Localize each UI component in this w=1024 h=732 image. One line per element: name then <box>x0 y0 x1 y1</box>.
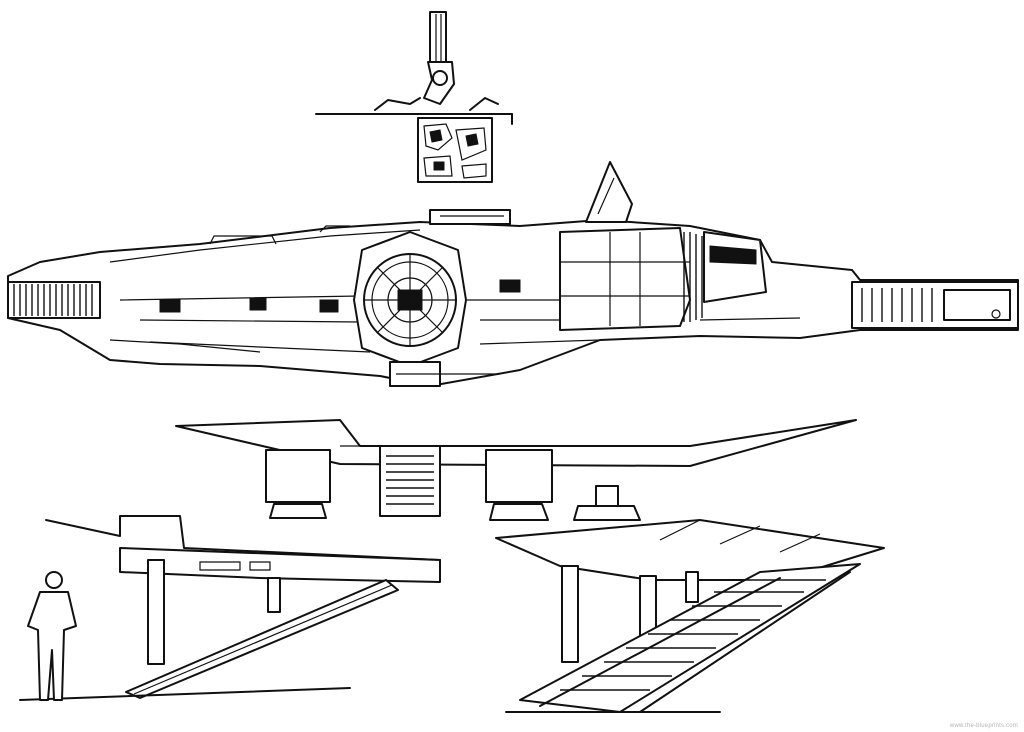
hull-hatches-side <box>199 561 271 571</box>
gear-bay-2 <box>485 449 553 503</box>
hull-edge-side <box>45 515 441 561</box>
hull-panel-lines <box>109 229 600 353</box>
ramp-hinge-strut <box>267 577 281 613</box>
rear-canopy-shadow <box>709 245 757 265</box>
engine-vents <box>683 232 703 322</box>
cockpit-hub <box>397 289 423 311</box>
turret-barrel <box>429 11 447 65</box>
side-ramp-edge <box>133 584 393 695</box>
tail-bolt <box>991 309 1001 319</box>
hull-ribs-rear <box>659 519 821 553</box>
mandible-grid <box>13 284 93 316</box>
boarding-ramp-steps <box>386 455 434 505</box>
side-ramp-detail <box>19 515 441 701</box>
figure-body <box>27 591 77 701</box>
watermark: www.the-blueprints.com <box>949 723 1018 729</box>
human-scale-figure <box>27 571 77 701</box>
turret-internals <box>423 123 487 179</box>
engine-block <box>559 227 691 331</box>
ship-side-view <box>7 161 1019 387</box>
sensor-fin-detail <box>597 177 615 215</box>
turret-shadows <box>429 129 479 171</box>
turret-housing <box>417 117 493 183</box>
landing-foot-2 <box>489 503 549 521</box>
turret-bracket-left <box>374 97 421 111</box>
tail-thruster <box>943 289 1011 321</box>
landing-strut-side <box>147 559 165 665</box>
turret-detail <box>315 11 513 183</box>
sensor-fin <box>585 161 633 223</box>
lower-hull-lines <box>109 317 801 353</box>
landing-strut-rear-1 <box>561 565 579 663</box>
ground-line-left <box>19 687 351 701</box>
underside-view <box>175 419 857 521</box>
gear-strut-3 <box>595 485 619 507</box>
engine-panels <box>560 232 690 326</box>
hull-detail-shadows <box>159 279 521 313</box>
landing-foot-1 <box>269 503 327 519</box>
rear-ramp-rail-right <box>639 571 851 713</box>
landing-strut-rear-3 <box>685 571 699 603</box>
gear-bay-1 <box>265 449 331 503</box>
tail-boom-grid <box>861 288 933 322</box>
rear-ramp-rail-left <box>539 577 781 707</box>
rear-canopy <box>703 231 767 303</box>
mandible-nose <box>7 281 101 319</box>
turret-bracket-right <box>469 97 499 111</box>
rear-ramp-deck <box>519 563 861 713</box>
top-cannon-mount <box>429 209 511 225</box>
landing-foot-3 <box>573 505 641 521</box>
hull-belly-side <box>119 547 441 583</box>
rear-ramp-detail <box>495 519 885 713</box>
figure-head <box>45 571 63 589</box>
turret-pivot <box>432 70 448 86</box>
